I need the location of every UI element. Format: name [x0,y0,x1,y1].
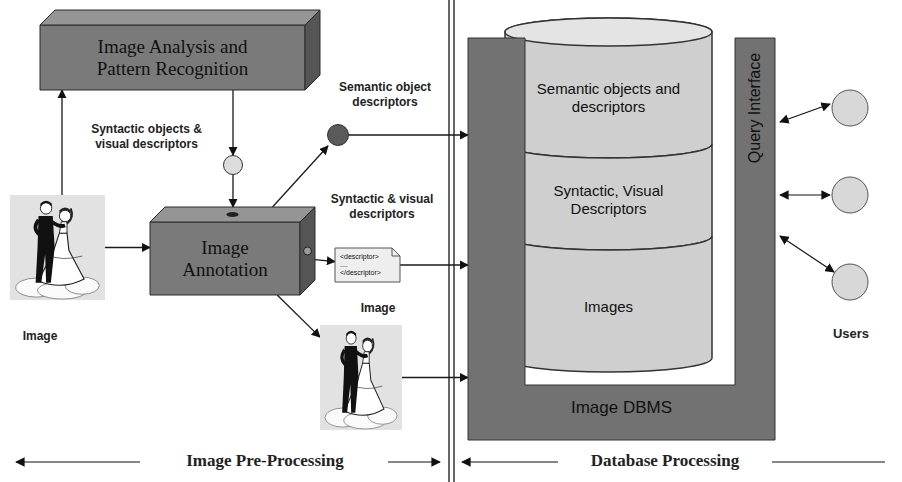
image-figure: Image [10,195,105,300]
node-text: .... [340,261,348,269]
cylinder-segment [505,18,712,158]
user-arrow [780,236,834,272]
storage-layer: Syntactic, Visual Descriptors [505,130,712,250]
label-box: Image Pre-Processing [145,451,385,471]
document-body: <descriptor>....</descriptor> [335,248,400,282]
interface-band: Query Interface [735,38,775,178]
process-box: Image Analysis and Pattern Recognition [40,10,320,90]
heading-box: Syntactic & visual descriptors [317,192,447,222]
couple-illustration [10,195,105,300]
box-front [40,25,305,90]
user-circle [832,177,868,213]
connector-arrow [232,90,233,155]
node-text: Image Analysis and Pattern Recognition [70,36,275,80]
port-dot [304,247,312,255]
box-top [150,207,315,222]
data-dot [328,125,349,146]
storage-layer: Semantic objects and descriptors [505,18,712,158]
heading-box: Syntactic objects & visual descriptors [78,122,215,152]
node-text: Image DBMS [468,398,775,418]
connector-arrow [349,134,468,135]
divider-line [453,0,455,482]
shape-outline [10,195,105,300]
connector-arrow [315,260,335,262]
node-text: Query Interface [746,53,764,163]
node-text: Semantic object descriptors [323,80,447,110]
node-text: <descriptor> [340,253,379,261]
box-side [300,207,315,295]
connector-arrow [277,295,320,337]
caption-text: Database Processing [588,451,742,471]
node-text: Syntactic, Visual Descriptors [524,182,694,218]
label-box: Users [820,326,882,341]
user-circle [832,264,868,300]
span-arrow [388,461,440,462]
connector-arrow [61,90,62,195]
span-arrow [16,461,140,462]
couple-illustration [320,325,402,430]
connector-arrow [400,264,468,265]
dbms-outline [468,38,775,440]
connector-arrow [105,247,150,248]
heading-box: Image [350,301,406,316]
document-icon: Syntactic & visual descriptors<descripto… [335,248,400,282]
caption-text: Users [820,326,882,341]
shape-outline [320,325,402,430]
shape-outline [505,222,712,372]
heading-box: Image DBMS [468,398,775,418]
process-box: Image Annotation [150,207,315,295]
box-top [40,10,320,25]
node-text: Syntactic objects & visual descriptors [78,122,215,152]
divider-line [448,0,450,482]
connector-arrow [232,175,233,207]
data-circle: Semantic object descriptors [327,124,349,146]
cylinder-top [505,18,712,46]
user-circle [832,90,868,126]
heading-box: Image [10,329,70,344]
node-text: Image [10,329,70,344]
node-text: Image Annotation [165,237,285,281]
document-fold [392,248,400,256]
span-line [772,461,885,462]
box-front [150,222,300,295]
user-arrow [780,194,830,195]
connector-arrow [402,377,468,378]
node-text: Semantic objects and descriptors [524,80,694,116]
dbms-frame: Semantic objects and descriptorsSyntacti… [468,38,775,440]
document-sheet [335,248,400,282]
node-text: Images [584,298,633,316]
port-slot [227,212,239,217]
label-box: Database Processing [560,451,770,471]
data-circle: Syntactic objects & visual descriptors [223,155,243,175]
node-text: Image [350,301,406,316]
shape-outline [327,124,349,146]
shape-outline [223,155,243,175]
caption-text: Image Pre-Processing [183,451,347,471]
node-text: Syntactic & visual descriptors [317,192,447,222]
storage-layer: Images [505,222,712,372]
cylinder-segment [505,144,712,250]
user-arrow [780,104,830,122]
box-side [305,10,320,90]
heading-box: Semantic object descriptors [323,80,447,110]
span-arrow [462,461,558,462]
cylinder-segment [505,236,712,372]
node-text: </descriptor> [340,269,381,277]
image-figure: Image [320,325,402,430]
data-dot [224,156,243,175]
connector-arrow [273,146,328,207]
